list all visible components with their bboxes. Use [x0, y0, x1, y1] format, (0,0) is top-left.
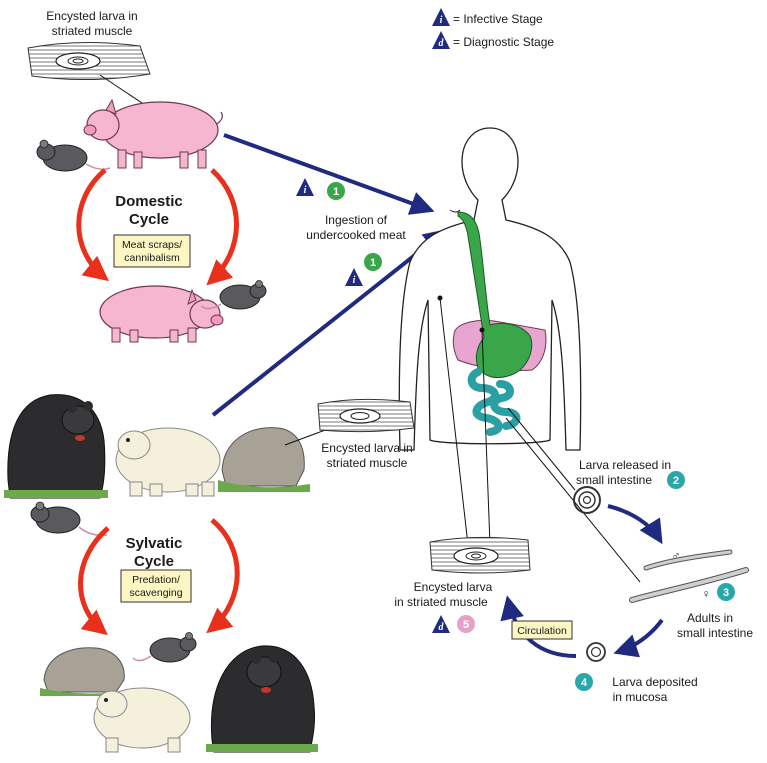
pointer-line-torso [481, 329, 491, 546]
legend-diagnostic-text: = Diagnostic Stage [453, 35, 554, 49]
arrow-sylvatic-to-human [211, 229, 448, 417]
black-bear-bottom-icon [206, 645, 318, 753]
rat-top-icon [36, 139, 111, 172]
walrus-carcass-top-icon [218, 427, 310, 492]
legend-infective-text: = Infective Stage [453, 12, 543, 26]
adult-worms-icon [629, 549, 749, 603]
svg-text:i: i [304, 185, 307, 196]
svg-text:i: i [440, 15, 443, 26]
circulation-box: Circulation [511, 620, 573, 640]
sylvatic-cycle-arrow-left [78, 526, 110, 636]
svg-text:Predation/: Predation/ [132, 574, 180, 586]
stage-badge-4: 4 [575, 673, 593, 691]
deposited-label-line1: Larva deposited [612, 675, 697, 689]
pointer-dot-torso [479, 327, 485, 333]
encysted-bottom-label-line2: in striated muscle [394, 595, 488, 609]
stage-badge-1b: 1 [364, 253, 382, 271]
svg-text:Circulation: Circulation [517, 625, 567, 637]
svg-text:cannibalism: cannibalism [124, 252, 180, 264]
svg-text:3: 3 [723, 587, 729, 599]
encysted-top-label-line2: striated muscle [52, 24, 133, 38]
svg-text:d: d [439, 622, 445, 633]
diagnostic-stage-icon: d [432, 31, 450, 49]
svg-text:5: 5 [463, 619, 469, 631]
pointer-dot-arm [437, 295, 443, 301]
pointer-line-arm [439, 297, 469, 546]
infective-marker-1b: i [345, 268, 363, 286]
svg-text:1: 1 [333, 186, 339, 198]
predation-box: Predation/ scavenging [120, 569, 192, 603]
domestic-cycle-title-line1: Domestic [115, 193, 183, 210]
sylvatic-cycle-title-line1: Sylvatic [126, 535, 183, 552]
walrus-carcass-bottom-icon [40, 647, 132, 696]
meat-scraps-box: Meat scraps/ cannibalism [113, 234, 191, 268]
stage-badge-2: 2 [667, 471, 685, 489]
muscle-tissue-bottom [429, 536, 531, 574]
female-symbol: ♀ [702, 587, 711, 601]
encysted-mid-label-line1: Encysted larva in [321, 441, 412, 455]
encysted-bottom-label-line1: Encysted larva [414, 580, 493, 594]
svg-text:2: 2 [673, 475, 679, 487]
ingestion-label-line2: undercooked meat [306, 228, 406, 242]
polar-bear-top-icon [115, 427, 221, 497]
pig-top-icon [83, 98, 223, 169]
domestic-cycle-arrow-right [206, 168, 239, 286]
legend: i = Infective Stage d = Diagnostic Stage [432, 8, 554, 49]
infective-marker-1a: i [296, 178, 314, 196]
larva-coil-icon [573, 486, 601, 514]
domestic-cycle-title-line2: Cycle [129, 211, 169, 228]
stomach-esophagus [457, 211, 533, 379]
muscle-tissue-mid [317, 398, 415, 433]
svg-text:Meat scraps/: Meat scraps/ [122, 239, 182, 251]
stage-badge-1a: 1 [327, 182, 345, 200]
svg-text:4: 4 [581, 677, 588, 689]
deposited-label-line2: in mucosa [613, 690, 668, 704]
male-symbol: ♂ [672, 549, 681, 563]
encysted-mid-label-line2: striated muscle [327, 456, 408, 470]
sylvatic-cycle-title-line2: Cycle [134, 553, 174, 570]
stage-badge-5: 5 [457, 615, 475, 633]
infective-stage-icon: i [432, 8, 450, 26]
human-figure [398, 127, 582, 451]
polar-bear-bottom-icon [93, 687, 191, 753]
adults-label-line2: small intestine [677, 626, 753, 640]
pig-bottom-icon [99, 285, 224, 343]
diagnostic-marker-5: d [432, 615, 450, 633]
sylvatic-cycle-arrow-right [206, 518, 240, 634]
rat-bottom-icon [132, 632, 197, 663]
domestic-cycle-arrow-left [76, 168, 109, 282]
svg-text:d: d [439, 38, 445, 49]
svg-text:i: i [353, 275, 356, 286]
muscle-tissue-top [27, 41, 151, 81]
arrow-adults-to-deposited [613, 618, 664, 658]
arrow-released-to-adults [607, 504, 663, 545]
encysted-top-label-line1: Encysted larva in [46, 9, 137, 23]
rat-middle-icon [200, 280, 267, 310]
larva-released-label-line2: small intestine [576, 473, 652, 487]
adults-label-line1: Adults in [687, 611, 733, 625]
svg-text:scavenging: scavenging [129, 587, 182, 599]
larva-small-icon [586, 642, 606, 662]
stage-badge-3: 3 [717, 583, 735, 601]
black-bear-top-icon [4, 394, 108, 499]
svg-text:1: 1 [370, 257, 376, 269]
larva-released-label-line1: Larva released in [579, 458, 671, 472]
pointer-line-intestine-1 [507, 407, 576, 491]
rat-sylvatic-icon [30, 501, 108, 537]
arrow-circulation [500, 595, 577, 658]
ingestion-label-line1: Ingestion of [325, 213, 388, 227]
arrow-domestic-to-human [223, 133, 435, 215]
